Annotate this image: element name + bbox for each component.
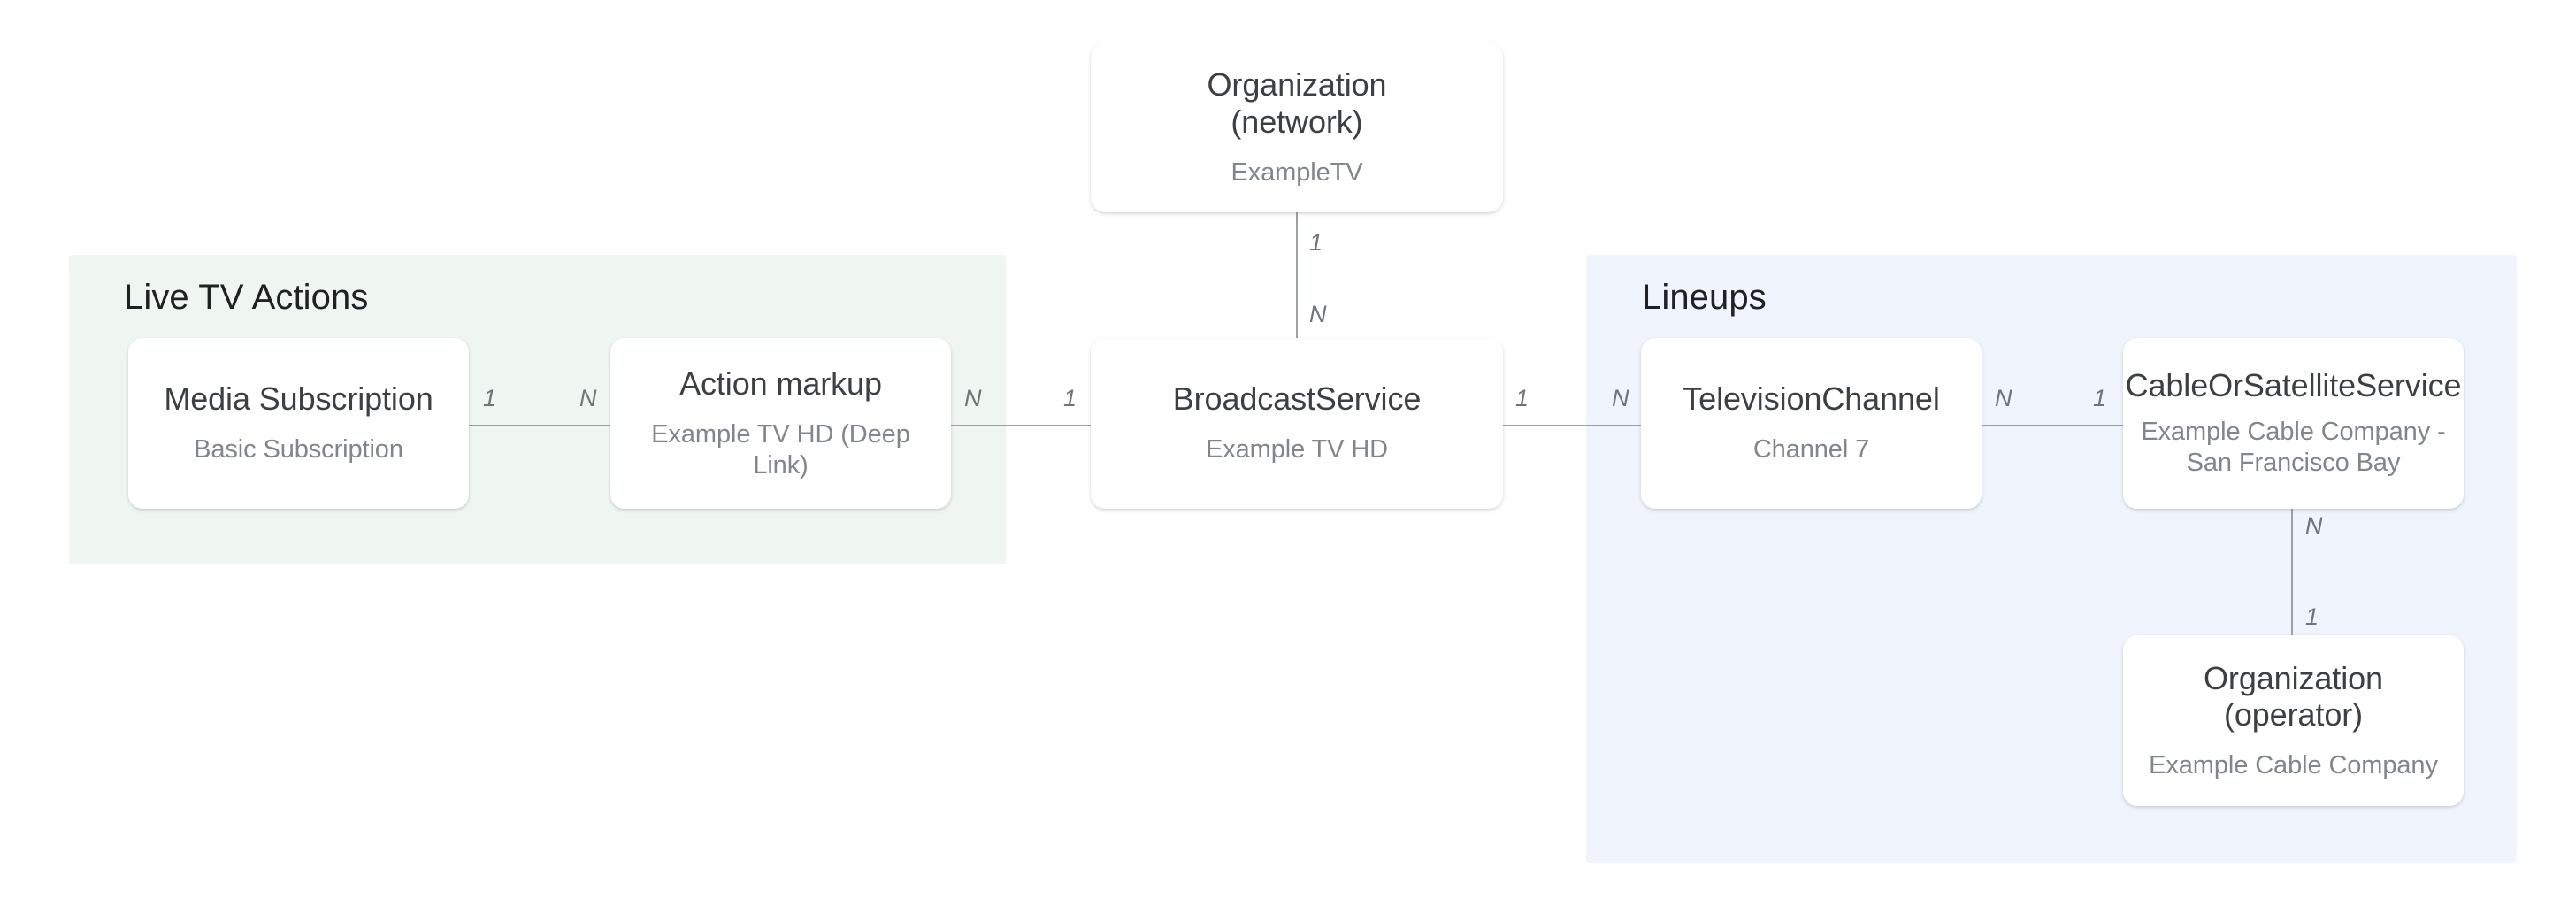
node-television-channel-title: TelevisionChannel bbox=[1683, 380, 1940, 418]
node-broadcast-service-title: BroadcastService bbox=[1172, 380, 1422, 418]
node-organization-operator[interactable]: Organization (operator) Example Cable Co… bbox=[2123, 635, 2464, 806]
node-television-channel-subtitle: Channel 7 bbox=[1752, 435, 1870, 465]
edge-cable-or-satellite-service-to-organization-operator bbox=[2291, 508, 2293, 637]
node-organization-network-subtitle: ExampleTV bbox=[1230, 157, 1363, 187]
cardinality-media-subscription-to-action-markup-to: N bbox=[579, 385, 597, 411]
cardinality-action-markup-to-broadcast-service-to: 1 bbox=[1063, 385, 1077, 411]
cardinality-cable-or-satellite-service-to-organization-operator-from: N bbox=[2305, 512, 2323, 539]
edge-broadcast-service-to-television-channel bbox=[1502, 425, 1644, 426]
node-media-subscription-title: Media Subscription bbox=[164, 380, 433, 418]
node-organization-network-title: Organization (network) bbox=[1207, 66, 1387, 140]
cardinality-broadcast-service-to-television-channel-from: 1 bbox=[1515, 385, 1530, 411]
node-cable-or-satellite-service-subtitle: Example Cable Company - San Francisco Ba… bbox=[2141, 418, 2446, 478]
cardinality-media-subscription-to-action-markup-from: 1 bbox=[483, 385, 497, 411]
cardinality-organization-network-to-broadcast-service-from: 1 bbox=[1309, 229, 1323, 256]
cardinality-organization-network-to-broadcast-service-to: N bbox=[1309, 301, 1327, 327]
cardinality-broadcast-service-to-television-channel-to: N bbox=[1612, 385, 1629, 411]
node-action-markup[interactable]: Action markup Example TV HD (Deep Link) bbox=[610, 338, 951, 509]
edge-media-subscription-to-action-markup bbox=[467, 425, 614, 426]
edge-television-channel-to-cable-or-satellite-service bbox=[1980, 425, 2126, 426]
panel-live-tv-actions-title: Live TV Actions bbox=[124, 278, 369, 317]
node-cable-or-satellite-service-title: CableOrSatelliteService bbox=[2125, 367, 2462, 404]
node-organization-network[interactable]: Organization (network) ExampleTV bbox=[1091, 42, 1503, 212]
panel-lineups-title: Lineups bbox=[1642, 278, 1767, 317]
node-organization-operator-subtitle: Example Cable Company bbox=[2149, 751, 2438, 780]
node-television-channel[interactable]: TelevisionChannel Channel 7 bbox=[1641, 338, 1982, 509]
node-media-subscription[interactable]: Media Subscription Basic Subscription bbox=[128, 338, 469, 509]
node-organization-operator-title: Organization (operator) bbox=[2204, 659, 2383, 733]
node-broadcast-service-subtitle: Example TV HD bbox=[1205, 435, 1389, 465]
edge-organization-network-to-broadcast-service bbox=[1296, 211, 1298, 340]
cardinality-action-markup-to-broadcast-service-from: N bbox=[964, 385, 982, 411]
node-action-markup-subtitle: Example TV HD (Deep Link) bbox=[651, 419, 910, 480]
cardinality-cable-or-satellite-service-to-organization-operator-to: 1 bbox=[2305, 603, 2319, 630]
cardinality-television-channel-to-cable-or-satellite-service-from: N bbox=[1995, 385, 2012, 411]
node-action-markup-title: Action markup bbox=[679, 365, 882, 402]
edge-action-markup-to-broadcast-service bbox=[949, 425, 1094, 426]
node-media-subscription-subtitle: Basic Subscription bbox=[194, 435, 403, 465]
node-cable-or-satellite-service[interactable]: CableOrSatelliteService Example Cable Co… bbox=[2123, 338, 2464, 509]
node-broadcast-service[interactable]: BroadcastService Example TV HD bbox=[1091, 338, 1503, 509]
cardinality-television-channel-to-cable-or-satellite-service-to: 1 bbox=[2093, 385, 2107, 411]
